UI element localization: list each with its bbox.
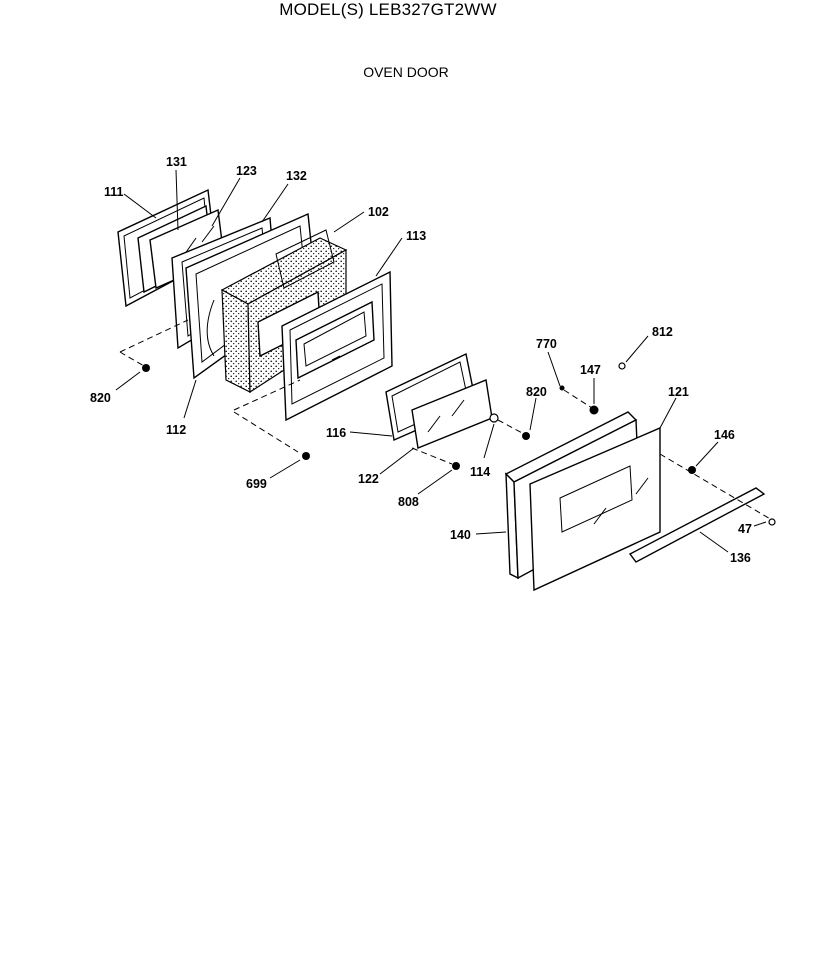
label-112: 112 bbox=[166, 423, 186, 437]
part-102-insulation bbox=[220, 229, 348, 394]
label-132: 132 bbox=[286, 169, 307, 183]
label-147: 147 bbox=[580, 363, 601, 377]
label-820-left: 820 bbox=[90, 391, 111, 405]
label-114: 114 bbox=[470, 465, 490, 479]
part-113-inner-panel bbox=[281, 270, 393, 422]
part-122-glass bbox=[411, 379, 493, 449]
part-136-trim-strip bbox=[628, 487, 766, 563]
label-113: 113 bbox=[406, 229, 426, 243]
label-121: 121 bbox=[668, 385, 689, 399]
label-102: 102 bbox=[368, 205, 389, 219]
label-136: 136 bbox=[730, 551, 751, 565]
label-123: 123 bbox=[236, 164, 257, 178]
label-812: 812 bbox=[652, 325, 673, 339]
label-122: 122 bbox=[358, 472, 379, 486]
label-146: 146 bbox=[714, 428, 735, 442]
label-770: 770 bbox=[536, 337, 557, 351]
leader-lines bbox=[115, 169, 767, 553]
assembly-lines bbox=[119, 319, 773, 521]
label-140: 140 bbox=[450, 528, 471, 542]
label-116: 116 bbox=[326, 426, 346, 440]
model-title: MODEL(S) LEB327GT2WW bbox=[279, 0, 497, 19]
section-title: OVEN DOOR bbox=[363, 64, 449, 80]
label-111: 111 bbox=[104, 185, 124, 199]
label-131: 131 bbox=[166, 155, 187, 169]
label-808: 808 bbox=[398, 495, 419, 509]
label-699: 699 bbox=[246, 477, 267, 491]
part-121-outer-glass bbox=[529, 426, 661, 592]
label-820-right: 820 bbox=[526, 385, 547, 399]
label-47: 47 bbox=[738, 522, 752, 536]
